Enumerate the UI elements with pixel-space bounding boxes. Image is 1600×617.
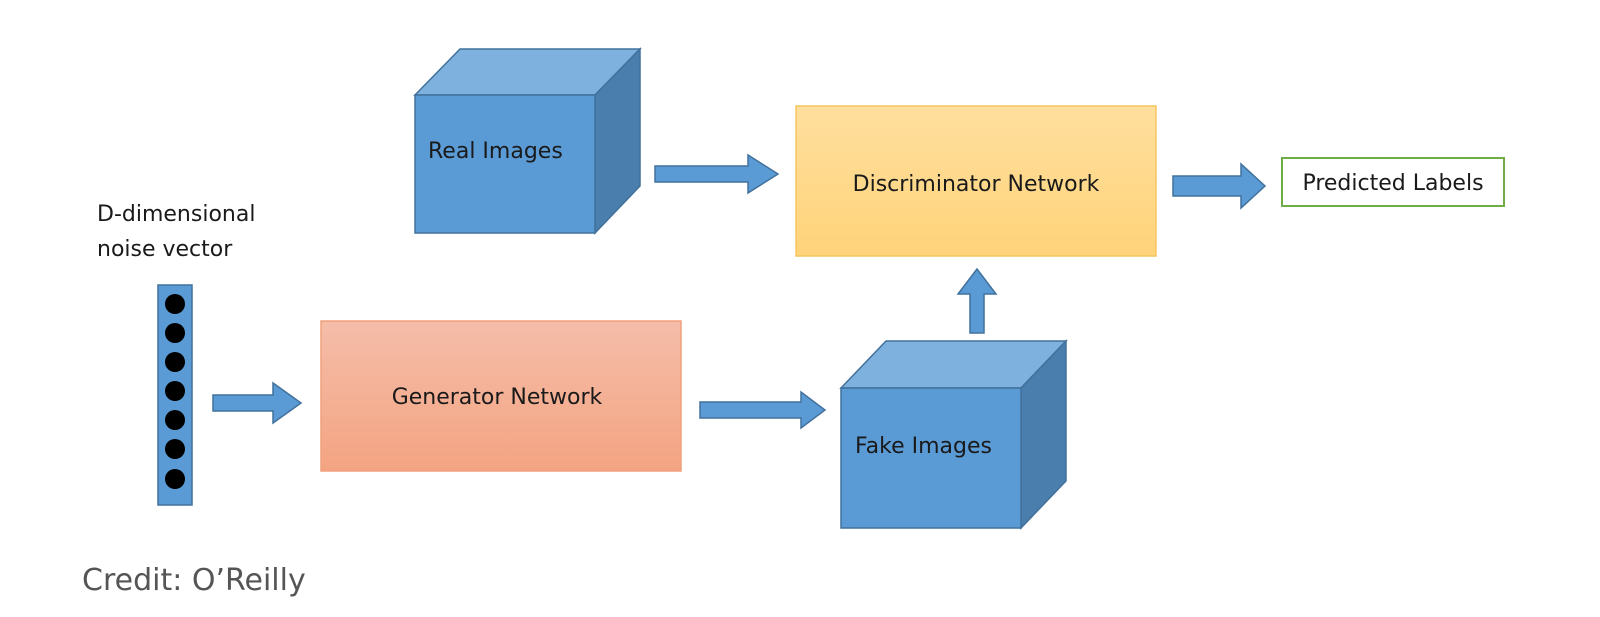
- predicted-labels-box: Predicted Labels: [1281, 157, 1505, 207]
- noise-vector-dot: [165, 469, 185, 489]
- generator-network-label: Generator Network: [392, 385, 603, 410]
- arrow-generator-to-fake: [699, 390, 827, 430]
- fake-images-cube-front: [840, 387, 1022, 529]
- noise-vector-dot: [165, 410, 185, 430]
- arrow-fake-to-discriminator: [956, 267, 998, 334]
- generator-network-box: Generator Network: [320, 320, 682, 472]
- real-images-cube: Real Images: [413, 47, 642, 235]
- noise-vector-label-line1: D-dimensional: [97, 202, 255, 227]
- arrow-real-to-discriminator: [654, 153, 780, 195]
- noise-vector-dot: [165, 294, 185, 314]
- discriminator-network-label: Discriminator Network: [853, 172, 1100, 197]
- real-images-label: Real Images: [428, 139, 563, 164]
- fake-images-label: Fake Images: [855, 434, 992, 459]
- noise-vector-dot: [165, 323, 185, 343]
- arrow-noise-to-generator: [212, 381, 303, 425]
- noise-vector-dot: [165, 381, 185, 401]
- real-images-cube-front: [414, 94, 596, 234]
- predicted-labels-label: Predicted Labels: [1302, 171, 1483, 196]
- noise-vector-label-line2: noise vector: [97, 237, 233, 262]
- credit-text: Credit: O’Reilly: [82, 563, 306, 598]
- noise-vector-dot: [165, 352, 185, 372]
- noise-vector-column: [157, 284, 193, 506]
- fake-images-cube: Fake Images: [839, 339, 1068, 530]
- noise-vector-dot: [165, 439, 185, 459]
- discriminator-network-box: Discriminator Network: [795, 105, 1157, 257]
- arrow-discriminator-to-predicted: [1172, 162, 1267, 210]
